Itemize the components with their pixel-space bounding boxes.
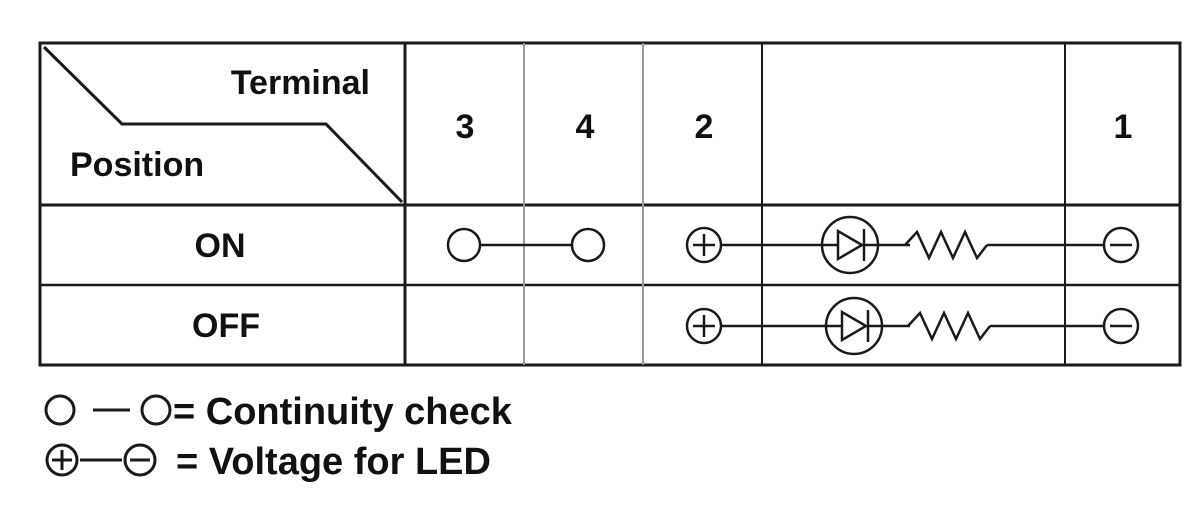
led-voltage-connection-on (685, 215, 1140, 275)
positive-terminal-icon (45, 443, 79, 477)
resistor-icon (907, 310, 991, 342)
row-label-off: OFF (192, 307, 260, 345)
legend-continuity-symbol (44, 394, 172, 426)
legend-continuity-text: = Continuity check (173, 391, 513, 433)
terminal-header-4: 4 (576, 108, 595, 146)
open-circle-icon (44, 394, 76, 426)
continuity-connection-on (446, 227, 606, 263)
legend-voltage-symbol (45, 443, 157, 477)
terminal-header-3: 3 (456, 108, 475, 146)
legend-voltage-text: = Voltage for LED (176, 441, 491, 483)
resistor-icon (904, 229, 988, 261)
open-circle-terminal-3 (446, 227, 482, 263)
corner-position-label: Position (70, 146, 204, 184)
terminal-header-1: 1 (1114, 108, 1133, 146)
corner-diagonal (42, 45, 404, 204)
row-label-on: ON (195, 227, 246, 265)
table-grid (38, 41, 1182, 367)
open-circle-terminal-4 (570, 227, 606, 263)
corner-terminal-label: Terminal (231, 64, 370, 102)
terminal-header-2: 2 (695, 108, 714, 146)
negative-terminal-icon (123, 443, 157, 477)
open-circle-icon (140, 394, 172, 426)
led-voltage-connection-off (685, 296, 1140, 356)
